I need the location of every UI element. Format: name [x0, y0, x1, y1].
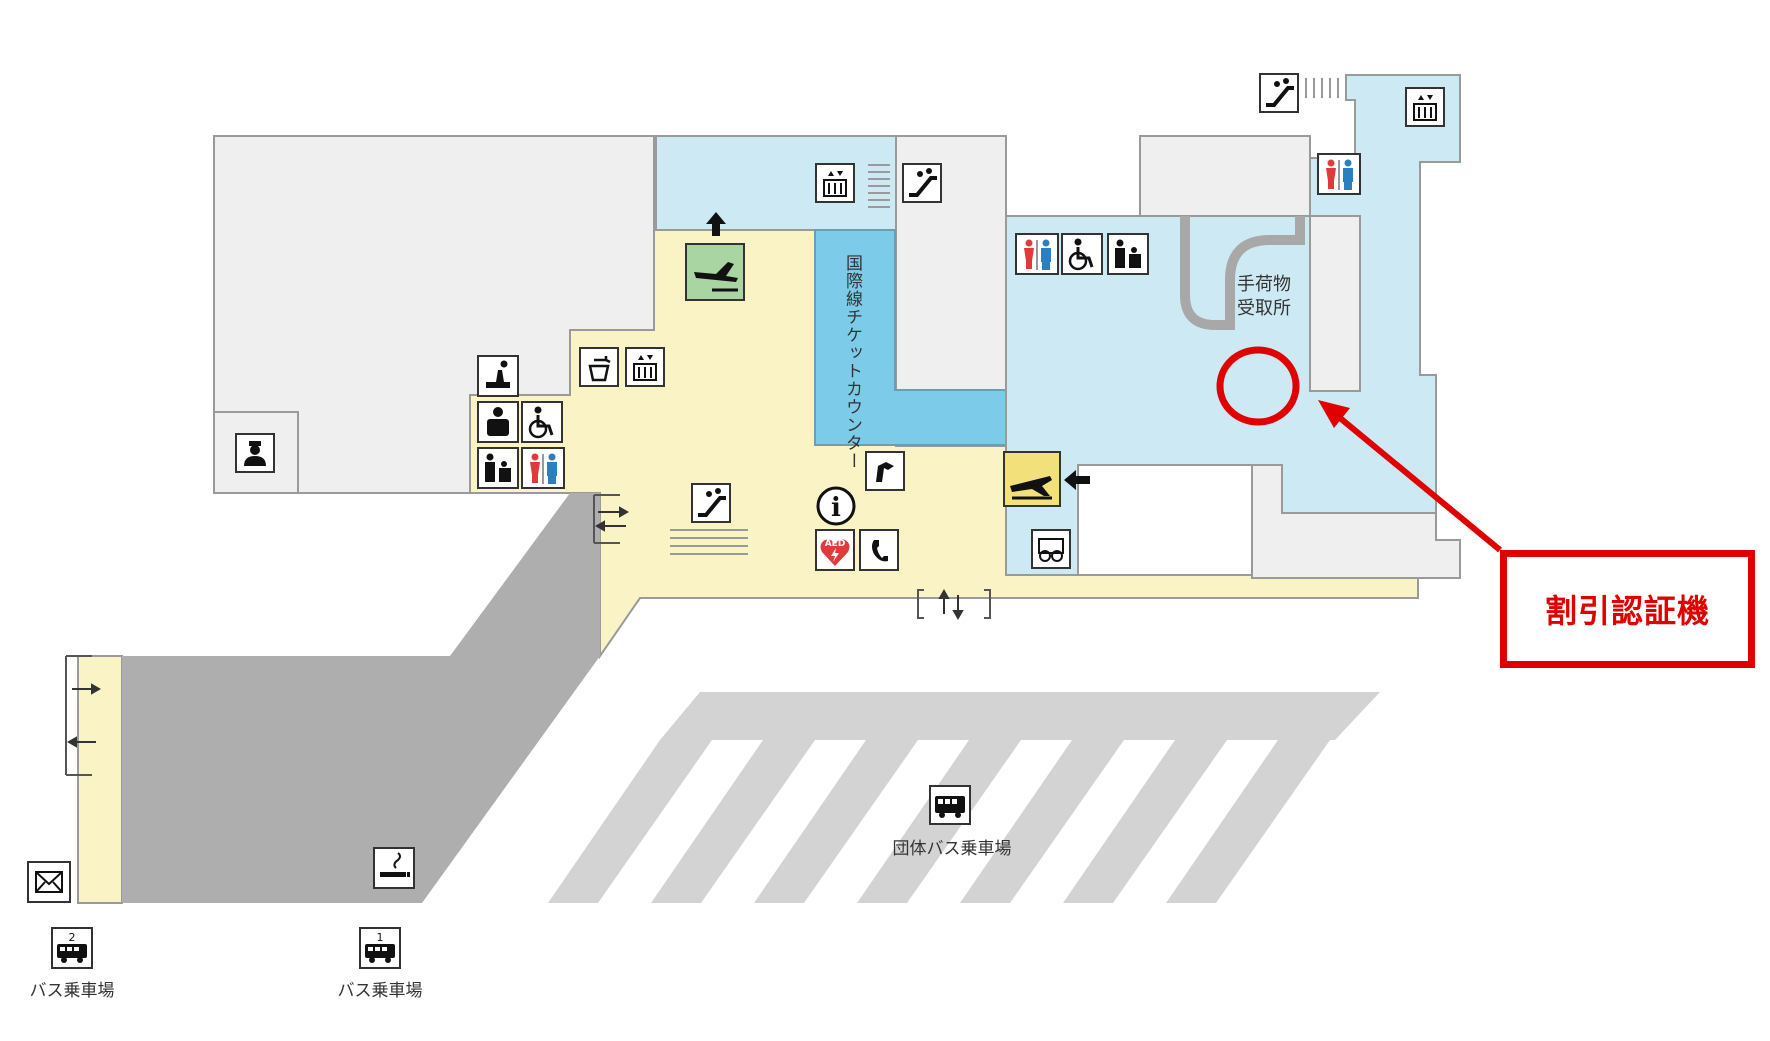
- bus-icon: [929, 785, 971, 825]
- escalator-icon: [902, 163, 942, 203]
- dark-gray-zone: [122, 493, 600, 903]
- restroom-icon: [1015, 233, 1059, 275]
- stairs: [670, 78, 1339, 555]
- drinking-fountain-icon: [579, 347, 619, 387]
- info-label: i: [831, 493, 841, 523]
- entrances: [65, 494, 991, 776]
- callout-arrow: [1318, 400, 1502, 553]
- security-guard-icon: [235, 433, 275, 473]
- left-corridor: [77, 655, 123, 904]
- smoking-area-icon: [373, 847, 415, 889]
- escalator-icon: [1259, 73, 1299, 113]
- baggage-claim-label-2: 受取所: [1237, 298, 1291, 319]
- aed-icon: AED: [815, 529, 855, 571]
- baby-care-icon: [865, 451, 905, 491]
- elevator-icon: [1405, 87, 1445, 127]
- nursing-room-icon: [1107, 233, 1149, 275]
- wheelchair-icon: [1061, 233, 1103, 275]
- ticket-counter-label: 国際線チケットカウンター: [842, 254, 863, 470]
- bus-stop-1-label: バス乗車場: [338, 981, 423, 1001]
- entrance-arrow-icon: [66, 506, 964, 748]
- discount-validator-marker: [1216, 346, 1300, 426]
- bus-stop-2-label: バス乗車場: [30, 981, 115, 1001]
- bottom-right-gray-building: [1251, 464, 1461, 579]
- bus-stop-2-number: 2: [69, 931, 76, 944]
- narrow-gray-strip: [1309, 215, 1361, 392]
- arrival-arrow-icon: [1064, 470, 1090, 490]
- elevator-icon: [625, 347, 665, 387]
- elevator-icon: [815, 163, 855, 203]
- bus-icon: 1: [359, 927, 401, 969]
- nursing-room-icon: [477, 447, 519, 489]
- discount-validator-callout: 割引認証機: [1500, 550, 1755, 668]
- mailbox-icon: [27, 861, 71, 903]
- baby-care-icon: [477, 401, 519, 443]
- bus-icon: 2: [51, 927, 93, 969]
- currency-exchange-icon: [1031, 529, 1071, 569]
- zones: [77, 74, 1461, 904]
- baggage-carousel: [1180, 216, 1305, 330]
- escalator-icon: [691, 483, 731, 523]
- departure-arrow-icon: [706, 212, 726, 236]
- wheelchair-icon: [521, 401, 563, 443]
- upper-blue-wing: [655, 135, 897, 231]
- restroom-icon: [1317, 153, 1361, 195]
- bus-stop-1-number: 1: [377, 931, 384, 944]
- restroom-icon: [521, 447, 565, 489]
- information-icon: i: [816, 486, 856, 526]
- telephone-icon: [859, 529, 899, 571]
- group-bus-stop-label: 団体バス乗車場: [893, 839, 1012, 859]
- arrival-gate-icon: [1003, 451, 1061, 507]
- top-right-gray-building: [1139, 135, 1311, 217]
- aed-label: AED: [825, 539, 846, 549]
- baggage-claim-label-1: 手荷物: [1237, 274, 1291, 295]
- departure-gate-icon: [685, 243, 745, 301]
- callout-text: 割引認証機: [1544, 592, 1710, 630]
- baby-care-icon: [477, 355, 519, 397]
